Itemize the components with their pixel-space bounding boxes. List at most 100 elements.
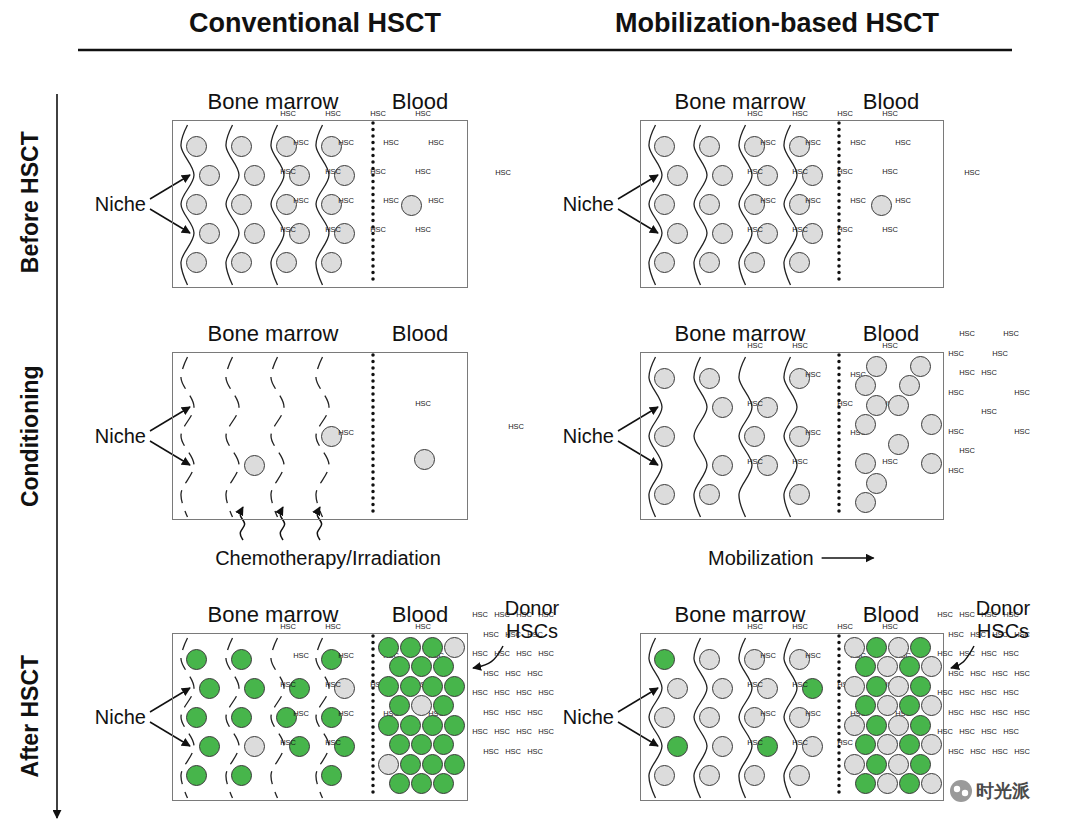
hsc-cell: HSC	[899, 375, 920, 396]
donor-hsc-cell: HSC	[910, 754, 931, 775]
hsc-cell: HSC	[699, 136, 720, 157]
cell-label: HSC	[981, 650, 997, 658]
hsc-cell: HSC	[411, 695, 432, 716]
cell-label: HSC	[981, 689, 997, 697]
cell-label: HSC	[472, 728, 488, 736]
cell-label: HSC	[483, 631, 499, 639]
cell-label: HSC	[338, 652, 354, 660]
cell-label: HSC	[792, 226, 808, 234]
cell-label: HSC	[948, 389, 964, 397]
niche-line	[271, 357, 284, 517]
donor-label: Donor HSCs	[966, 597, 1040, 643]
donor-hsc-cell: HSC	[389, 695, 410, 716]
cell-label: HSC	[280, 681, 296, 689]
row-title: Conditioning	[17, 365, 43, 507]
hsc-cell: HSC	[744, 426, 765, 447]
cell-label: HSC	[1003, 650, 1019, 658]
niche-pointer	[618, 209, 658, 233]
donor-hsc-cell: HSC	[855, 734, 876, 755]
cell-label: HSC	[325, 110, 341, 118]
donor-hsc-cell: HSC	[199, 678, 220, 699]
cell-label: HSC	[338, 139, 354, 147]
cell-label: HSC	[338, 197, 354, 205]
donor-hsc-cell: HSC	[855, 773, 876, 794]
donor-hsc-cell: HSC	[433, 734, 454, 755]
cell-label: HSC	[508, 423, 524, 431]
cell-label: HSC	[850, 139, 866, 147]
hsc-cell: HSC	[276, 252, 297, 273]
cell-label: HSC	[760, 652, 776, 660]
hsc-cell: HSC	[844, 754, 865, 775]
hsc-cell: HSC	[699, 252, 720, 273]
cell-label: HSC	[338, 710, 354, 718]
donor-hsc-cell: HSC	[411, 773, 432, 794]
cell-label: HSC	[959, 447, 975, 455]
cell-label: HSC	[837, 400, 853, 408]
cell-label: HSC	[747, 681, 763, 689]
cell-label: HSC	[792, 458, 808, 466]
cell-label: HSC	[527, 670, 543, 678]
donor-hsc-cell: HSC	[378, 676, 399, 697]
donor-hsc-cell: HSC	[378, 637, 399, 658]
hsc-cell: HSC	[654, 707, 675, 728]
cell-label: HSC	[792, 110, 808, 118]
cell-label: HSC	[948, 428, 964, 436]
donor-hsc-cell: HSC	[855, 695, 876, 716]
donor-hsc-cell: HSC	[899, 656, 920, 677]
cell-label: HSC	[280, 623, 296, 631]
cell-label: HSC	[472, 689, 488, 697]
hsc-cell: HSC	[654, 426, 675, 447]
niche-pointer	[150, 407, 190, 431]
hsc-cell: HSC	[712, 397, 733, 418]
cell-label: HSC	[472, 611, 488, 619]
row-title: Before HSCT	[17, 131, 43, 273]
hsc-cell: HSC	[866, 356, 887, 377]
cell-label: HSC	[837, 739, 853, 747]
niche-pointer	[150, 175, 190, 199]
donor-hsc-cell: HSC	[667, 736, 688, 757]
hsc-cell: HSC	[877, 656, 898, 677]
cell-label: HSC	[516, 728, 532, 736]
cell-label: HSC	[338, 429, 354, 437]
watermark-icon	[950, 780, 972, 802]
cell-label: HSC	[747, 623, 763, 631]
cell-label: HSC	[293, 652, 309, 660]
time-arrow	[56, 94, 58, 818]
cell-label: HSC	[383, 197, 399, 205]
cell-label: HSC	[948, 709, 964, 717]
niche-pointer	[618, 407, 658, 431]
hsc-cell: HSC	[877, 695, 898, 716]
hsc-cell: HSC	[378, 754, 399, 775]
hsc-cell: HSC	[231, 136, 252, 157]
cell-label: HSC	[970, 709, 986, 717]
cell-label: HSC	[882, 110, 898, 118]
cell-label: HSC	[792, 623, 808, 631]
cell-label: HSC	[805, 371, 821, 379]
hsc-cell: HSC	[231, 252, 252, 273]
hsc-cell: HSC	[186, 136, 207, 157]
donor-hsc-cell: HSC	[910, 637, 931, 658]
cell-label: HSC	[948, 670, 964, 678]
cell-label: HSC	[837, 623, 853, 631]
cell-label: HSC	[882, 168, 898, 176]
cell-label: HSC	[527, 709, 543, 717]
hsc-cell: HSC	[667, 223, 688, 244]
panel-box: Bone marrowBloodHSCHSCHSCHSCHSCHSCHSCHSC…	[172, 120, 468, 288]
donor-hsc-cell: HSC	[422, 637, 443, 658]
cell-label: HSC	[1003, 689, 1019, 697]
treatment-label: Chemotherapy/Irradiation	[215, 547, 441, 570]
cell-label: HSC	[747, 110, 763, 118]
hsc-cell: HSC	[199, 223, 220, 244]
cell-label: HSC	[494, 650, 510, 658]
cell-label: HSC	[895, 139, 911, 147]
region-heading: Blood	[392, 321, 448, 347]
hsc-cell: HSC	[244, 223, 265, 244]
cell-label: HSC	[970, 748, 986, 756]
cell-label: HSC	[959, 650, 975, 658]
cell-label: HSC	[970, 670, 986, 678]
cell-label: HSC	[494, 728, 510, 736]
cell-label: HSC	[1003, 330, 1019, 338]
cell-label: HSC	[505, 670, 521, 678]
vessel-wall	[837, 123, 841, 285]
